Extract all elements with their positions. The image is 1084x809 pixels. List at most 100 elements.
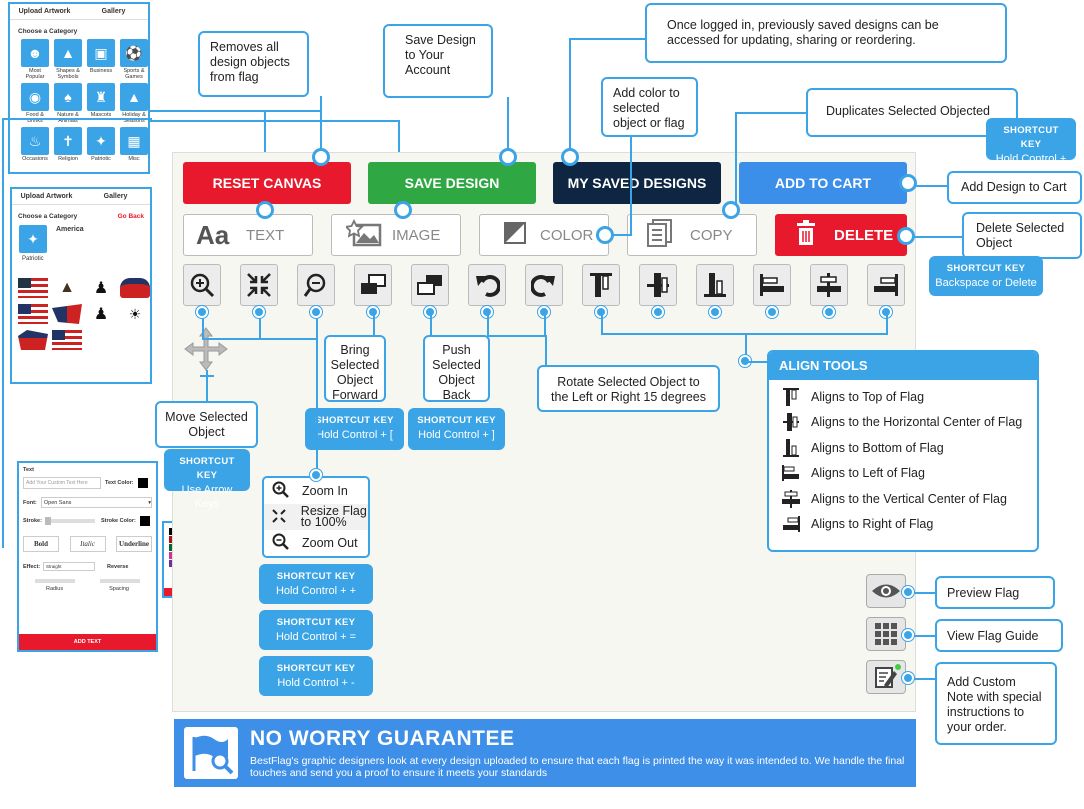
align-vertical-center-button[interactable]: [810, 264, 848, 306]
my-saved-designs-button[interactable]: MY SAVED DESIGNS: [553, 162, 721, 204]
stroke-slider[interactable]: [45, 517, 95, 525]
eagle-icon[interactable]: ✦: [19, 225, 47, 253]
tab-gallery[interactable]: Gallery: [101, 8, 126, 15]
us-flag-wide-icon[interactable]: [52, 330, 82, 350]
reverse-label: Reverse: [107, 563, 129, 570]
font-select[interactable]: Open Sans ▾: [40, 497, 152, 508]
bell-icon[interactable]: ☀: [128, 305, 142, 322]
resize-shortcut: SHORTCUT KEY Hold Control + =: [259, 610, 373, 650]
radius-slider[interactable]: [35, 579, 76, 583]
connector-line: [545, 335, 547, 366]
push-back-button[interactable]: [411, 264, 449, 306]
resize-item[interactable]: Resize Flag to 100%: [264, 504, 368, 530]
align-horizontal-center-button[interactable]: [639, 264, 677, 306]
connector-dot: [899, 174, 917, 192]
align-tool-label: Aligns to Top of Flag: [811, 389, 925, 404]
align-tool-row: Aligns to the Horizontal Center of Flag: [769, 410, 1037, 436]
category-label: Shapes & Symbols: [56, 68, 80, 80]
custom-text-input[interactable]: Add Your Custom Text Here: [23, 477, 101, 489]
tab-upload-artwork[interactable]: Upload Artwork: [18, 8, 71, 15]
zoom-in-button[interactable]: [183, 264, 221, 306]
zoom-out-item[interactable]: Zoom Out: [264, 530, 368, 556]
donkey-icon[interactable]: [18, 330, 48, 350]
custom-note-button[interactable]: [866, 660, 906, 694]
go-back-link[interactable]: Go Back: [117, 213, 144, 220]
elephant-icon[interactable]: [120, 278, 150, 298]
category-item[interactable]: ⚽Sports & Games: [119, 38, 149, 81]
connector-dot: [897, 227, 915, 245]
tree-icon: ▲: [120, 83, 148, 111]
category-item[interactable]: ♜Mascots: [86, 82, 116, 125]
eagle-art-icon[interactable]: ▲: [59, 279, 75, 296]
text-icon: Aa: [196, 219, 230, 250]
align-right-button[interactable]: [867, 264, 905, 306]
connector-dot: [652, 306, 664, 318]
note-icon: [875, 667, 897, 688]
rotate-right-icon: [531, 274, 555, 297]
statue-liberty-icon[interactable]: ♟: [93, 280, 109, 297]
zoom-in-shortcut: SHORTCUT KEY Hold Control + +: [259, 564, 373, 604]
zoom-in-label: Zoom In: [302, 484, 348, 498]
category-item[interactable]: ▲Holiday & Seasons: [119, 82, 149, 125]
connector-line: [259, 312, 261, 340]
shortcut-title: SHORTCUT KEY: [179, 456, 235, 481]
category-item[interactable]: ◉Food & Drinks: [20, 82, 50, 125]
connector-line: [544, 312, 546, 336]
rotate-callout: Rotate Selected Object to the Left or Ri…: [537, 365, 720, 412]
connector-dot: [394, 201, 412, 219]
align-horizontal-center-icon: [781, 412, 811, 432]
preview-flag-button[interactable]: [866, 574, 906, 608]
category-item[interactable]: ▦Misc: [119, 126, 149, 169]
category-item[interactable]: ▣Business: [86, 38, 116, 81]
zoom-in-item[interactable]: Zoom In: [264, 478, 368, 504]
rotate-left-button[interactable]: [468, 264, 506, 306]
italic-button[interactable]: Italic: [69, 536, 106, 552]
category-item[interactable]: ♠Nature & Animals: [53, 82, 83, 125]
push-back-shortcut: SHORTCUT KEY Hold Control + ]: [408, 408, 505, 450]
flag-guide-button[interactable]: [866, 617, 906, 651]
us-flag-icon[interactable]: [18, 278, 48, 298]
effect-select[interactable]: Straight: [43, 562, 95, 571]
category-item[interactable]: ☻Most Popular: [20, 38, 50, 81]
spacing-slider[interactable]: [99, 579, 140, 583]
stroke-color-swatch[interactable]: [139, 516, 150, 526]
category-item[interactable]: ♨Occasions: [20, 126, 50, 169]
map-icon[interactable]: [52, 304, 82, 324]
connector-dot: [499, 148, 517, 166]
delete-tool-button[interactable]: DELETE: [775, 214, 907, 256]
tab-gallery[interactable]: Gallery: [103, 193, 128, 200]
category-item[interactable]: ✝Religion: [53, 126, 83, 169]
shortcut-value: Hold Control + [: [316, 429, 393, 441]
add-to-cart-button[interactable]: ADD TO CART: [739, 162, 907, 204]
rotate-right-button[interactable]: [525, 264, 563, 306]
stroke-label: Stroke:: [23, 518, 42, 524]
color-tool-button[interactable]: COLOR: [479, 214, 609, 256]
us-flag-small-icon[interactable]: [18, 304, 48, 324]
reset-canvas-button[interactable]: RESET CANVAS: [183, 162, 351, 204]
connector-line: [430, 312, 432, 336]
text-tool-button[interactable]: Aa TEXT: [183, 214, 313, 256]
align-right-icon: [781, 514, 811, 534]
copy-tool-button[interactable]: COPY: [627, 214, 757, 256]
category-item[interactable]: ✦Patriotic: [86, 126, 116, 169]
align-left-button[interactable]: [753, 264, 791, 306]
statue-icon[interactable]: ♟: [93, 306, 109, 323]
save-design-button[interactable]: SAVE DESIGN: [368, 162, 536, 204]
connector-line: [569, 38, 571, 150]
font-value: Open Sans: [43, 500, 72, 506]
text-color-swatch[interactable]: [137, 478, 148, 488]
resize-button[interactable]: [240, 264, 278, 306]
align-bottom-button[interactable]: [696, 264, 734, 306]
underline-button[interactable]: Underline: [116, 536, 152, 552]
tab-upload-artwork[interactable]: Upload Artwork: [20, 193, 73, 200]
image-tool-button[interactable]: IMAGE: [331, 214, 461, 256]
guide-callout: View Flag Guide: [935, 619, 1063, 652]
add-text-button[interactable]: ADD TEXT: [19, 634, 156, 650]
text-label: Text: [23, 467, 34, 473]
align-top-button[interactable]: [582, 264, 620, 306]
zoom-out-button[interactable]: [297, 264, 335, 306]
bring-forward-button[interactable]: [354, 264, 392, 306]
bold-button[interactable]: Bold: [23, 536, 59, 552]
save-callout: Save Design to Your Account: [383, 24, 493, 98]
category-item[interactable]: ▲Shapes & Symbols: [53, 38, 83, 81]
